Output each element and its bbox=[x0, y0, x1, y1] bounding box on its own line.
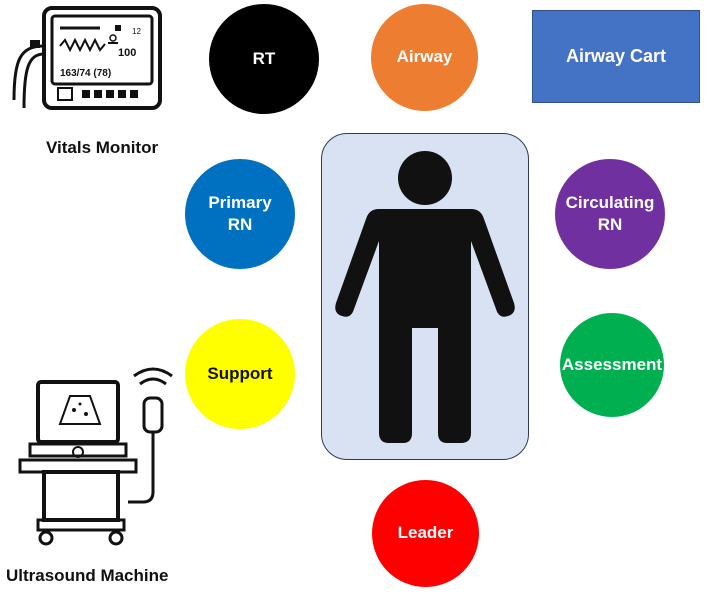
monitor-value: 100 bbox=[118, 47, 136, 59]
person-icon bbox=[321, 133, 529, 460]
airway-cart-box: Airway Cart bbox=[532, 10, 700, 103]
ultrasound-machine-label: Ultrasound Machine bbox=[6, 566, 168, 586]
ultrasound-machine-icon bbox=[0, 362, 180, 552]
vitals-monitor-icon: 12 100 163/74 (78) bbox=[0, 0, 170, 130]
role-primary-rn: Primary RN bbox=[185, 159, 295, 269]
vitals-monitor-label: Vitals Monitor bbox=[46, 138, 158, 158]
svg-text:12: 12 bbox=[132, 27, 141, 36]
role-support: Support bbox=[185, 319, 295, 429]
role-circulating-rn: Circulating RN bbox=[555, 159, 665, 269]
role-assessment: Assessment bbox=[560, 313, 664, 417]
role-airway: Airway bbox=[371, 4, 478, 111]
role-rt: RT bbox=[209, 4, 319, 114]
role-leader: Leader bbox=[372, 480, 479, 587]
monitor-bp-text: 163/74 (78) bbox=[60, 68, 111, 79]
